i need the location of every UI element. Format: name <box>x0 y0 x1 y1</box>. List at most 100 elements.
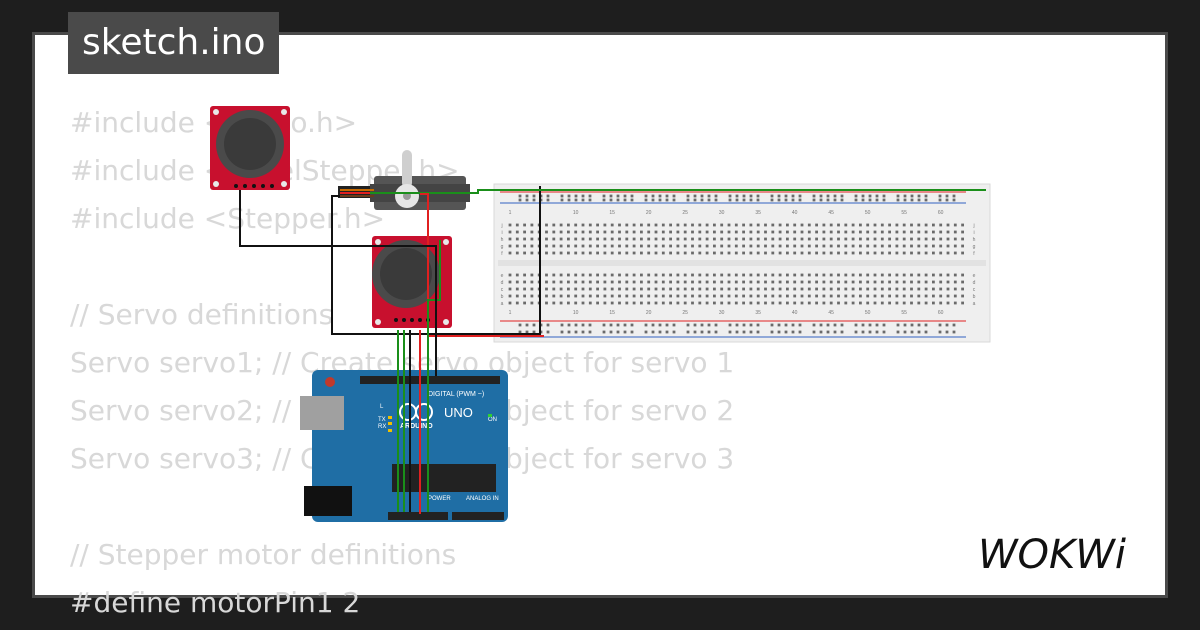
breadboard-hole[interactable] <box>610 294 614 298</box>
breadboard-hole[interactable] <box>669 273 672 277</box>
breadboard-hole[interactable] <box>686 323 690 327</box>
breadboard-hole[interactable] <box>567 301 570 305</box>
breadboard-hole[interactable] <box>822 294 826 298</box>
breadboard-hole[interactable] <box>778 273 782 277</box>
breadboard-hole[interactable] <box>588 294 592 298</box>
breadboard-hole[interactable] <box>895 223 899 227</box>
breadboard-hole[interactable] <box>854 198 858 202</box>
breadboard-hole[interactable] <box>644 323 648 327</box>
breadboard-hole[interactable] <box>749 280 753 284</box>
breadboard-hole[interactable] <box>630 198 634 202</box>
breadboard-hole[interactable] <box>523 244 526 248</box>
breadboard-hole[interactable] <box>902 251 906 255</box>
breadboard-hole[interactable] <box>868 198 872 202</box>
breadboard-hole[interactable] <box>545 287 548 291</box>
breadboard-hole[interactable] <box>815 230 818 234</box>
breadboard-hole[interactable] <box>640 251 643 255</box>
breadboard-hole[interactable] <box>676 251 680 255</box>
breadboard-hole[interactable] <box>523 280 526 284</box>
breadboard-hole[interactable] <box>873 237 877 241</box>
breadboard-hole[interactable] <box>770 194 774 198</box>
breadboard-hole[interactable] <box>574 244 578 248</box>
breadboard-hole[interactable] <box>866 287 870 291</box>
breadboard-hole[interactable] <box>917 301 921 305</box>
breadboard-hole[interactable] <box>924 244 928 248</box>
breadboard-hole[interactable] <box>683 287 687 291</box>
breadboard-hole[interactable] <box>882 198 886 202</box>
breadboard-hole[interactable] <box>880 273 884 277</box>
breadboard-hole[interactable] <box>530 273 534 277</box>
breadboard-hole[interactable] <box>749 230 753 234</box>
breadboard-hole[interactable] <box>515 280 519 284</box>
breadboard-hole[interactable] <box>882 194 886 198</box>
breadboard-hole[interactable] <box>793 223 797 227</box>
breadboard-hole[interactable] <box>742 323 746 327</box>
breadboard-hole[interactable] <box>574 230 578 234</box>
breadboard-hole[interactable] <box>800 223 804 227</box>
breadboard-hole[interactable] <box>833 198 837 202</box>
breadboard-hole[interactable] <box>939 244 943 248</box>
breadboard-hole[interactable] <box>672 323 676 327</box>
breadboard-hole[interactable] <box>819 323 823 327</box>
breadboard-hole[interactable] <box>939 251 943 255</box>
breadboard-hole[interactable] <box>669 287 672 291</box>
breadboard-hole[interactable] <box>880 251 884 255</box>
breadboard-hole[interactable] <box>581 273 585 277</box>
breadboard-hole[interactable] <box>625 273 629 277</box>
reset-button[interactable] <box>325 377 335 387</box>
breadboard-hole[interactable] <box>567 323 571 327</box>
breadboard-hole[interactable] <box>924 194 928 198</box>
breadboard-hole[interactable] <box>654 280 658 284</box>
breadboard-hole[interactable] <box>793 273 797 277</box>
breadboard-hole[interactable] <box>902 237 906 241</box>
breadboard-hole[interactable] <box>875 330 879 334</box>
breadboard-hole[interactable] <box>567 330 571 334</box>
breadboard-hole[interactable] <box>932 244 935 248</box>
breadboard-hole[interactable] <box>888 251 891 255</box>
breadboard-hole[interactable] <box>793 237 797 241</box>
breadboard-hole[interactable] <box>786 280 789 284</box>
breadboard-hole[interactable] <box>559 230 563 234</box>
breadboard-hole[interactable] <box>632 244 636 248</box>
breadboard-hole[interactable] <box>610 223 614 227</box>
breadboard-hole[interactable] <box>545 294 548 298</box>
breadboard-hole[interactable] <box>851 244 855 248</box>
breadboard-hole[interactable] <box>829 230 833 234</box>
breadboard-hole[interactable] <box>807 287 811 291</box>
breadboard-hole[interactable] <box>932 273 935 277</box>
breadboard-hole[interactable] <box>727 301 731 305</box>
breadboard-hole[interactable] <box>691 230 694 234</box>
breadboard-hole[interactable] <box>822 287 826 291</box>
breadboard-hole[interactable] <box>756 230 760 234</box>
breadboard-hole[interactable] <box>647 301 651 305</box>
breadboard-hole[interactable] <box>756 273 760 277</box>
breadboard-hole[interactable] <box>791 330 795 334</box>
breadboard-hole[interactable] <box>603 230 607 234</box>
breadboard-hole[interactable] <box>713 280 716 284</box>
breadboard-hole[interactable] <box>800 251 804 255</box>
breadboard-hole[interactable] <box>833 330 837 334</box>
breadboard-hole[interactable] <box>720 237 724 241</box>
breadboard-hole[interactable] <box>793 280 797 284</box>
breadboard-hole[interactable] <box>610 273 614 277</box>
breadboard-hole[interactable] <box>560 330 564 334</box>
breadboard-hole[interactable] <box>851 273 855 277</box>
breadboard-hole[interactable] <box>632 301 636 305</box>
breadboard-hole[interactable] <box>854 330 858 334</box>
breadboard-hole[interactable] <box>815 223 818 227</box>
breadboard-hole[interactable] <box>888 244 891 248</box>
breadboard-hole[interactable] <box>910 194 914 198</box>
breadboard-hole[interactable] <box>829 280 833 284</box>
breadboard-hole[interactable] <box>939 237 943 241</box>
breadboard-hole[interactable] <box>691 294 694 298</box>
breadboard-hole[interactable] <box>888 230 891 234</box>
breadboard-hole[interactable] <box>691 273 694 277</box>
breadboard-hole[interactable] <box>826 198 830 202</box>
breadboard-hole[interactable] <box>859 301 862 305</box>
breadboard-hole[interactable] <box>567 230 570 234</box>
breadboard-hole[interactable] <box>778 251 782 255</box>
breadboard-hole[interactable] <box>545 280 548 284</box>
breadboard-hole[interactable] <box>784 194 788 198</box>
breadboard-hole[interactable] <box>924 301 928 305</box>
breadboard-hole[interactable] <box>822 301 826 305</box>
